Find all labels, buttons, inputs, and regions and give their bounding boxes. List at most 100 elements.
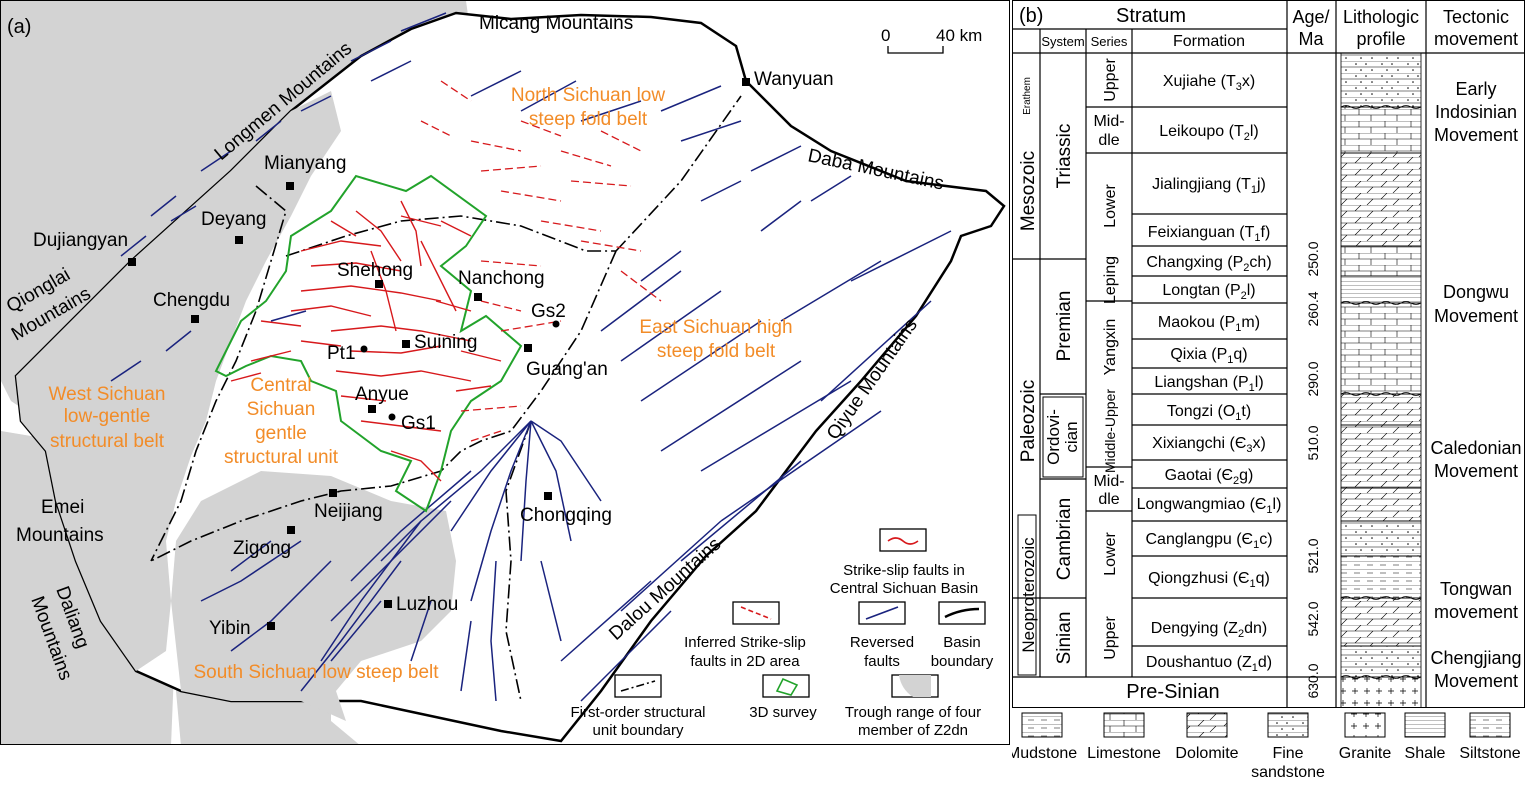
- header-age-2: Ma: [1298, 29, 1324, 49]
- city-marker: [235, 236, 243, 244]
- well-pt1: Pt1: [327, 343, 356, 364]
- legend-symbol-basin: [944, 607, 980, 619]
- formation-label: Liangshan (P1l): [1154, 374, 1263, 394]
- legend-shale: Shale: [1405, 745, 1446, 762]
- formation-label: Gaotai (Є2g): [1165, 467, 1254, 487]
- city-nanchong: Nanchong: [458, 268, 545, 289]
- formation-label: Tongzi (O1t): [1167, 403, 1251, 423]
- series-leping: Leping: [1102, 256, 1119, 304]
- city-yibin: Yibin: [209, 618, 251, 639]
- city-anyue: Anyue: [355, 384, 409, 405]
- city-marker: [287, 526, 295, 534]
- unit-west-2: low-gentle: [64, 406, 151, 427]
- city-marker: [286, 182, 294, 190]
- legend-granite: Granite: [1339, 745, 1392, 762]
- legend-sandstone-swatch: [1267, 712, 1309, 738]
- formation-list: Xujiahe (T3x)Leikoupo (T2l)Jialingjiang …: [1137, 73, 1282, 674]
- age-521: 521.0: [1305, 538, 1321, 573]
- unit-north-2: steep fold belt: [529, 109, 648, 130]
- legend-reversed-1: Reversed: [850, 634, 914, 651]
- formation-label: Qixia (P1q): [1170, 346, 1247, 366]
- label-emei-2: Mountains: [16, 525, 104, 546]
- formation-label: Changxing (P2ch): [1146, 254, 1271, 274]
- unit-central-3: gentle: [255, 423, 307, 444]
- system-ordovician-2: cian: [1062, 421, 1081, 452]
- city-marker: [544, 492, 552, 500]
- map-legend: Strike-slip faults in Central Sichuan Ba…: [570, 528, 994, 739]
- city-wanyuan: Wanyuan: [754, 69, 834, 90]
- city-chongqing: Chongqing: [520, 505, 612, 526]
- legend-symbol-reversed: [865, 606, 899, 620]
- label-micang: Micang Mountains: [479, 13, 633, 34]
- formation-label: Xixiangchi (Є3x): [1152, 435, 1266, 455]
- ordovician-box: [1042, 396, 1084, 478]
- legend-reversed-2: faults: [864, 653, 900, 670]
- legend-limestone: Limestone: [1087, 745, 1161, 762]
- survey-3d-outline: [214, 174, 523, 513]
- legend-limestone-swatch: [1103, 712, 1145, 738]
- column-grid: [1013, 1, 1524, 707]
- unit-west-1: West Sichuan: [49, 384, 166, 405]
- lithology-legend: Mudstone Limestone Dolomite Fine sandsto…: [1007, 708, 1525, 784]
- city-marker: [267, 622, 275, 630]
- legend-strike-2: Central Sichuan Basin: [830, 580, 978, 597]
- unit-central-1: Central: [250, 375, 311, 396]
- unit-north-1: North Sichuan low: [511, 85, 665, 106]
- pre-sinian: Pre-Sinian: [1126, 681, 1219, 703]
- city-marker: [402, 340, 410, 348]
- header-litho-2: profile: [1356, 29, 1405, 49]
- legend-strike-1: Strike-slip faults in: [843, 562, 965, 579]
- city-marker: [329, 489, 337, 497]
- well-gs1: Gs1: [401, 413, 436, 434]
- legend-basin-1: Basin: [943, 634, 981, 651]
- tect-dongwu-1: Dongwu: [1443, 282, 1509, 302]
- well-marker: [388, 413, 396, 421]
- scale-zero: 0: [881, 26, 890, 45]
- label-emei-1: Emei: [41, 497, 84, 518]
- system-triassic: Triassic: [1054, 124, 1075, 189]
- strike-slip-faults: [230, 200, 502, 482]
- legend-symbol-survey: [775, 677, 799, 696]
- city-markers: Wanyuan Mianyang Deyang Dujiangyan Cheng…: [33, 69, 834, 639]
- stratigraphic-column: (b) Strat: [1013, 1, 1524, 707]
- formation-label: Qiongzhusi (Є1q): [1148, 570, 1270, 590]
- legend-box-basin: [938, 601, 986, 625]
- legend-shale-swatch: [1404, 712, 1446, 738]
- structural-map-panel: 0 40 km (a) Micang Mountains Longmen Mou…: [0, 0, 1010, 745]
- tect-cheng-1: Chengjiang: [1430, 648, 1521, 668]
- reversed-faults: [110, 12, 952, 702]
- formation-label: Xujiahe (T3x): [1163, 73, 1255, 93]
- legend-first-1: First-order structural: [570, 704, 705, 721]
- erathem-neoproterozoic: Neoproterozoic: [1019, 537, 1038, 653]
- legend-mudstone-swatch: [1021, 712, 1063, 738]
- formation-label: Leikoupo (T2l): [1159, 123, 1259, 143]
- series-tr-upper: Upper: [1102, 58, 1119, 102]
- series-cam-middle-2: dle: [1098, 491, 1119, 508]
- unit-west-3: structural belt: [50, 431, 165, 452]
- age-250: 250.0: [1305, 241, 1321, 276]
- header-system: System: [1041, 34, 1084, 49]
- legend-siltstone-swatch: [1469, 712, 1511, 738]
- header-formation: Formation: [1173, 33, 1245, 50]
- city-marker: [128, 258, 136, 266]
- tect-tong-2: movement: [1434, 602, 1518, 622]
- erathem-paleozoic: Paleozoic: [1018, 380, 1039, 462]
- legend-first-2: unit boundary: [593, 722, 684, 739]
- age-542: 542.0: [1305, 601, 1321, 636]
- neoproterozoic-box: [1017, 514, 1037, 676]
- city-chengdu: Chengdu: [153, 290, 230, 311]
- well-gs2: Gs2: [531, 301, 566, 322]
- formation-label: Longwangmiao (Є1l): [1137, 496, 1282, 516]
- stratigraphic-column-panel: (b) Strat: [1012, 0, 1525, 708]
- header-stratum: Stratum: [1116, 5, 1186, 27]
- tect-dongwu-2: Movement: [1434, 306, 1518, 326]
- trough-area-east: [171, 471, 456, 721]
- city-suining: Suining: [414, 332, 477, 353]
- legend-inferred-1: Inferred Strike-slip: [684, 634, 806, 651]
- unit-south: South Sichuan low steep belt: [193, 662, 439, 683]
- city-mianyang: Mianyang: [264, 153, 346, 174]
- tect-cheng-2: Movement: [1434, 671, 1518, 691]
- legend-symbol-inferred: [740, 606, 772, 620]
- erathem-mesozoic: Mesozoic: [1018, 151, 1039, 231]
- well-markers: Gs2 Pt1 Gs1: [327, 301, 566, 434]
